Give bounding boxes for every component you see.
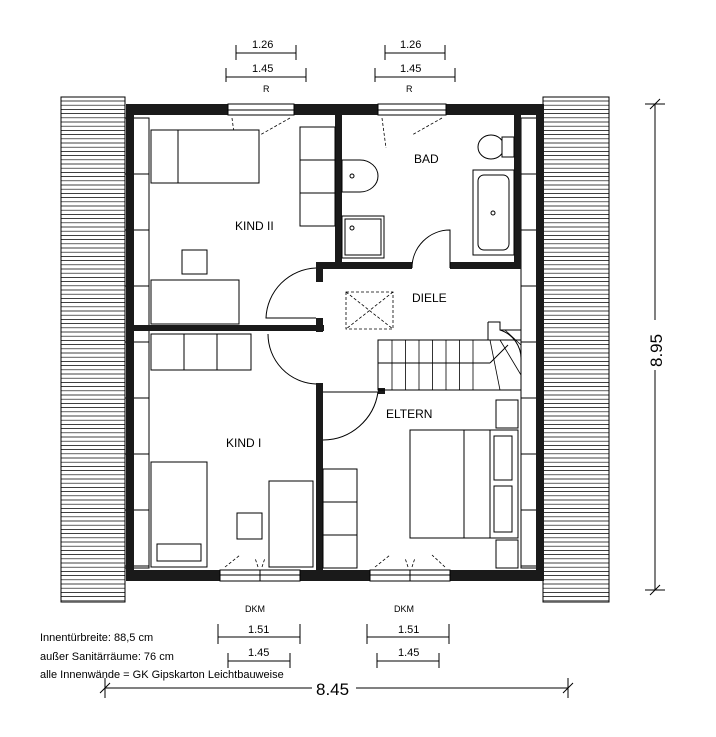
bottom-right-type: DKM — [394, 604, 414, 614]
notes: Innentürbreite: 88,5 cm außer Sanitärräu… — [40, 632, 284, 681]
top-dimension-left: 1.26 1.45 R — [225, 39, 307, 94]
top-left-lower: 1.45 — [252, 63, 273, 75]
door-kind1 — [267, 333, 317, 385]
door-kind2 — [265, 267, 317, 319]
bottom-left-type: DKM — [245, 604, 265, 614]
note-line-1: Innentürbreite: 88,5 cm — [40, 632, 153, 644]
note-line-3: alle Innenwände = GK Gipskarton Leichtba… — [40, 669, 284, 681]
top-dimension-right: 1.26 1.45 R — [374, 39, 456, 94]
interior-walls — [134, 115, 521, 570]
diele-skylight — [345, 291, 394, 330]
exterior-walls — [126, 104, 544, 581]
height-dimension: 8.95 — [645, 98, 667, 596]
bottom-left-lower: 1.45 — [248, 647, 269, 659]
width-value: 8.45 — [316, 680, 349, 699]
room-label-bad: BAD — [414, 152, 439, 166]
height-value: 8.95 — [647, 334, 666, 367]
kind2-furniture — [150, 126, 336, 325]
bottom-window-left — [219, 554, 301, 582]
bottom-dimension-left: DKM 1.51 1.45 — [217, 604, 301, 668]
bottom-left-upper: 1.51 — [248, 624, 269, 636]
door-bad — [411, 229, 451, 269]
staircase — [377, 321, 522, 391]
top-left-mark: R — [263, 84, 270, 94]
eltern-furniture — [322, 399, 519, 569]
bottom-window-right — [369, 554, 451, 582]
bottom-right-lower: 1.45 — [398, 647, 419, 659]
room-label-diele: DIELE — [412, 291, 447, 305]
top-right-upper: 1.26 — [400, 39, 421, 51]
bottom-dimension-right: DKM 1.51 1.45 — [366, 604, 450, 668]
door-eltern — [322, 391, 379, 441]
roof-overhang-left — [60, 96, 150, 603]
top-right-mark: R — [406, 84, 413, 94]
top-window-right — [377, 103, 447, 149]
note-line-2: außer Sanitärräume: 76 cm — [40, 651, 174, 663]
roof-overhang-right — [520, 96, 610, 603]
bottom-right-upper: 1.51 — [398, 624, 419, 636]
bad-furniture — [341, 134, 515, 259]
room-label-kind2: KIND II — [235, 219, 274, 233]
top-right-lower: 1.45 — [400, 63, 421, 75]
kind1-furniture — [150, 333, 314, 568]
room-label-kind1: KIND I — [226, 436, 261, 450]
room-label-eltern: ELTERN — [386, 407, 432, 421]
width-dimension: 8.45 — [99, 676, 574, 700]
top-left-upper: 1.26 — [252, 39, 273, 51]
